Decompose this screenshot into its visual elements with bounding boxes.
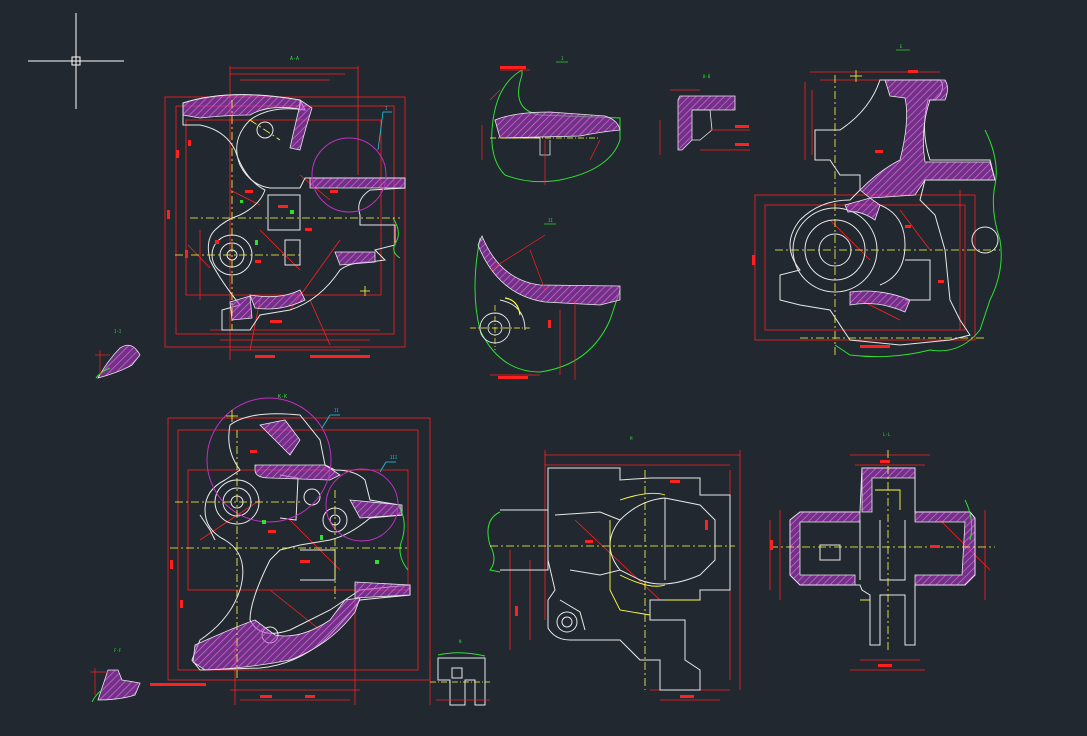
hatch-region — [97, 669, 141, 701]
hatch-region — [259, 419, 301, 456]
cursor-crosshair[interactable] — [28, 13, 124, 109]
view-front-lower[interactable]: M — [487, 436, 741, 701]
view-b[interactable]: B-B — [659, 74, 750, 155]
hatch-region — [249, 289, 306, 310]
view-tiny-bottom[interactable]: N — [429, 639, 490, 706]
view-front-lower-title: M — [630, 436, 633, 441]
view-section-mid[interactable]: II — [470, 218, 621, 380]
view-right-lower-title: L-L — [883, 432, 891, 437]
view-k-k[interactable]: K-K — [150, 394, 431, 705]
hatch-region — [844, 197, 881, 221]
hatch-region — [182, 94, 306, 119]
hatch-region — [229, 295, 253, 321]
view-detail-lower-left-title: F-F — [114, 648, 122, 653]
hatch-region — [861, 467, 916, 513]
view-tiny-bottom-title: N — [459, 639, 462, 644]
hatch-region — [789, 511, 861, 586]
view-section-right-top-title: E — [900, 44, 903, 49]
hatch-region — [494, 111, 621, 139]
hatch-region — [309, 177, 406, 189]
hatch-region — [349, 499, 403, 519]
hatch-region — [192, 597, 361, 671]
hatch-region — [914, 511, 976, 586]
detail-circle-b[interactable] — [206, 397, 332, 523]
view-section-right-top[interactable]: E — [752, 44, 1002, 358]
view-detail-lower-left[interactable]: F-F — [90, 648, 141, 703]
view-detail-left-small-title: I-I — [114, 329, 122, 334]
view-b-title: B-B — [703, 74, 711, 79]
view-right-lower[interactable]: L-L — [769, 432, 995, 671]
hatch-region — [677, 95, 736, 151]
view-section-small-top[interactable]: I — [481, 56, 621, 185]
view-a-a-title: A-A — [290, 56, 299, 62]
detail-circle-a[interactable] — [311, 137, 387, 213]
hatch-region — [97, 344, 141, 379]
view-section-small-top-title: I — [561, 56, 564, 61]
view-section-mid-title: II — [548, 218, 553, 223]
hatch-region — [477, 234, 621, 306]
hatch-region — [289, 99, 313, 151]
hatch-region — [334, 251, 376, 266]
callout-3: III — [390, 455, 398, 460]
view-a-a[interactable]: A-A — [164, 56, 406, 360]
hatch-region — [354, 581, 411, 599]
view-detail-left-small[interactable]: I-I — [95, 329, 141, 379]
hatch-region — [849, 290, 911, 313]
hatch-region — [859, 79, 996, 199]
callout-1: I — [385, 106, 388, 111]
view-k-k-title: K-K — [278, 394, 287, 400]
callout-2: II — [334, 408, 339, 413]
hatch-region — [254, 464, 341, 481]
detail-circle-c[interactable] — [325, 468, 399, 542]
